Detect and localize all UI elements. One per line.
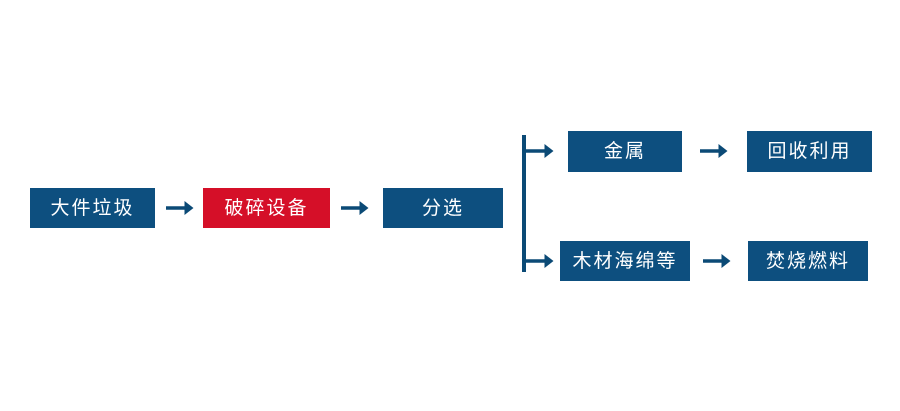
node-shredder-equipment: 破碎设备: [203, 188, 330, 228]
arrow-right-icon-2: [341, 198, 369, 218]
arrow-right-icon-3: [700, 141, 728, 161]
node-wood-sponge: 木材海绵等: [560, 241, 690, 281]
node-sorting: 分选: [383, 188, 503, 228]
arrow-right-icon-4: [703, 251, 731, 271]
arrow-right-icon-1: [166, 198, 194, 218]
node-incineration-fuel: 焚烧燃料: [748, 241, 868, 281]
node-recycling: 回收利用: [747, 131, 872, 172]
arrow-right-icon-branch-top: [526, 141, 554, 161]
node-bulky-waste: 大件垃圾: [30, 188, 155, 228]
node-metal: 金属: [568, 131, 682, 172]
arrow-right-icon-branch-bottom: [526, 251, 554, 271]
branch-bracket-vertical-line: [522, 135, 526, 272]
